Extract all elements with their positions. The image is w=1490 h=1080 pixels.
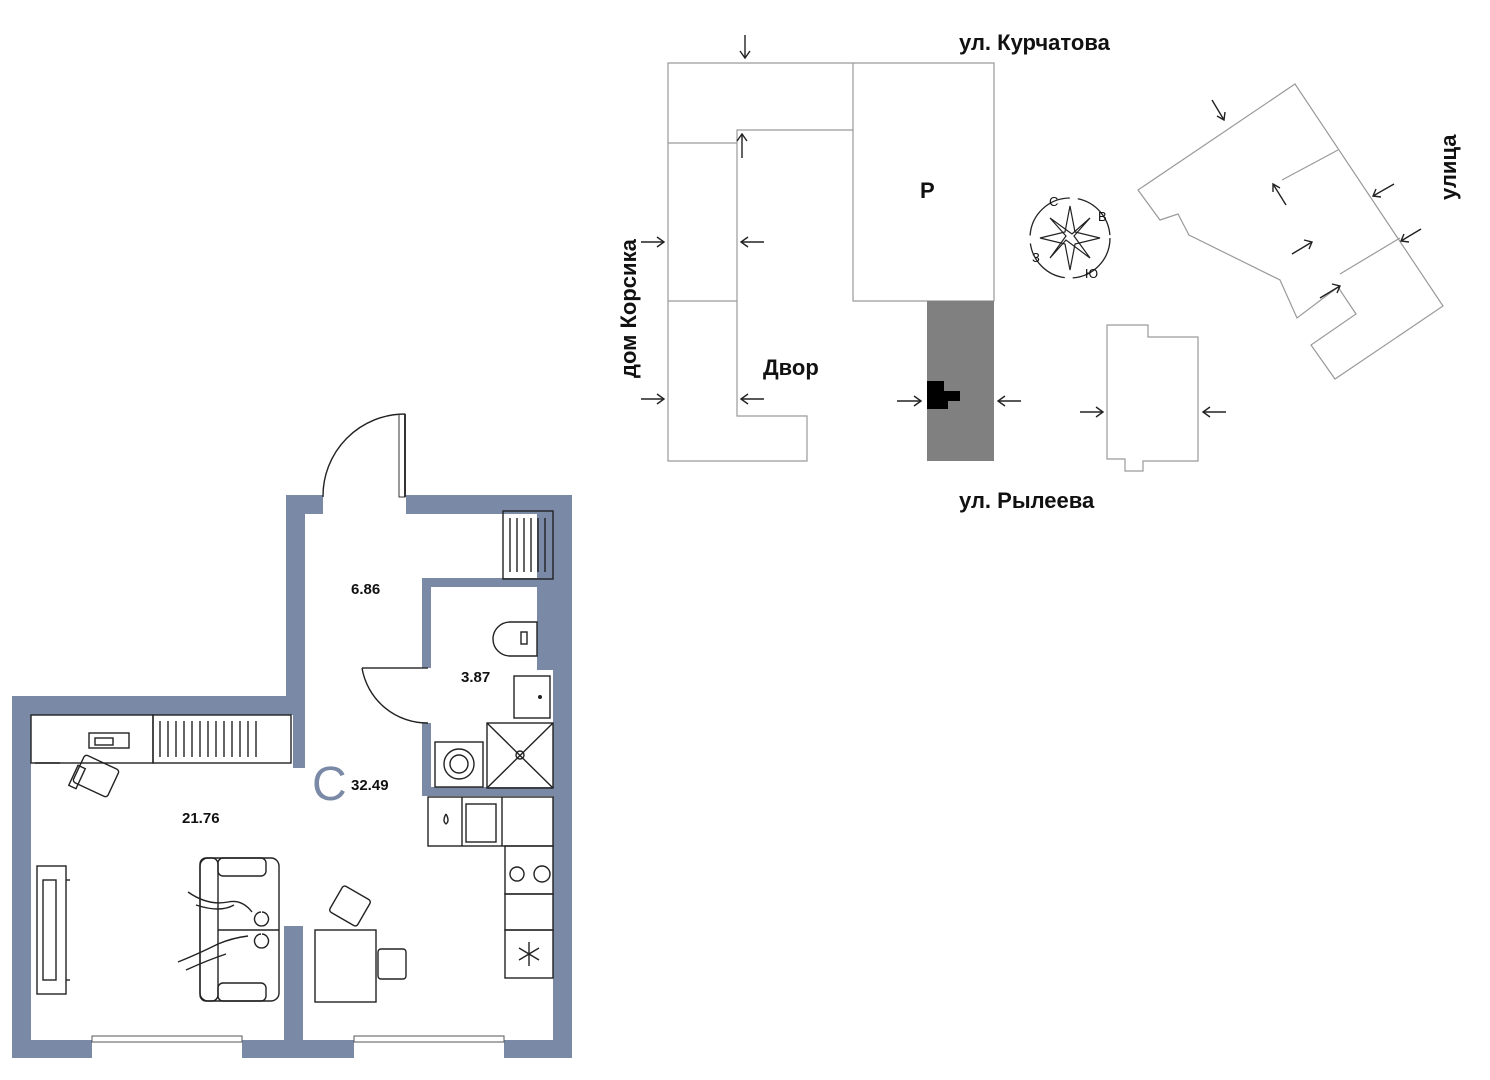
- water-drop-icon: [443, 813, 449, 825]
- site-plan: С В Ю З ул. Курчатова ул. Рылеева дом Ко…: [616, 30, 1461, 513]
- compass-south: Ю: [1085, 266, 1098, 281]
- toilet-icon: [492, 621, 538, 657]
- snowflake-icon: [518, 942, 540, 966]
- street-kurchatova: ул. Курчатова: [959, 30, 1111, 55]
- building-main: [667, 62, 995, 462]
- apartment-type-letter: С: [312, 758, 347, 811]
- street-ryleeva: ул. Рылеева: [959, 488, 1095, 513]
- radiator-icon: [502, 510, 554, 580]
- windows: [91, 1035, 505, 1043]
- label-parking: P: [920, 178, 935, 203]
- kitchen-counter: [427, 796, 554, 979]
- area-hall: 6.86: [351, 581, 380, 598]
- compass-west: З: [1032, 250, 1040, 265]
- kitchen-sink-icon: [465, 803, 497, 843]
- office-chair-icon: [67, 754, 120, 798]
- sofa-icon: [199, 857, 280, 1002]
- compass-north: С: [1049, 194, 1058, 209]
- entrance-arrows: [641, 35, 1422, 418]
- building-rotated: [1137, 83, 1444, 380]
- area-bathroom: 3.87: [461, 669, 490, 686]
- people-icon: [177, 891, 270, 971]
- radiator-icon: [152, 714, 292, 764]
- walls: [12, 495, 572, 1058]
- desk-icon: [30, 714, 154, 764]
- building-divider: [1339, 237, 1401, 275]
- compass-rose-icon: С В Ю З: [1029, 194, 1111, 281]
- building-small: [1106, 324, 1199, 472]
- total-area: 32.49: [351, 777, 389, 794]
- sink-icon: [513, 675, 551, 719]
- apartment-plan: 6.86 3.87 21.76 С 32.49: [12, 413, 572, 1058]
- stove-icon: [504, 845, 554, 895]
- entrance-door: [322, 413, 406, 498]
- bathroom-door: [361, 667, 429, 724]
- label-ulitsa: улица: [1436, 134, 1461, 200]
- section-marker: [927, 381, 960, 409]
- building-divider: [1281, 149, 1339, 181]
- label-courtyard: Двор: [763, 355, 819, 380]
- shower-icon: [486, 722, 554, 789]
- fridge-icon: [504, 929, 554, 979]
- washing-machine-icon: [434, 741, 484, 788]
- compass-east: В: [1098, 209, 1107, 224]
- label-korsika: дом Корсика: [616, 238, 641, 378]
- dining-table-icon: [314, 885, 407, 1003]
- area-living: 21.76: [182, 810, 220, 827]
- tv-stand-icon: [36, 865, 70, 995]
